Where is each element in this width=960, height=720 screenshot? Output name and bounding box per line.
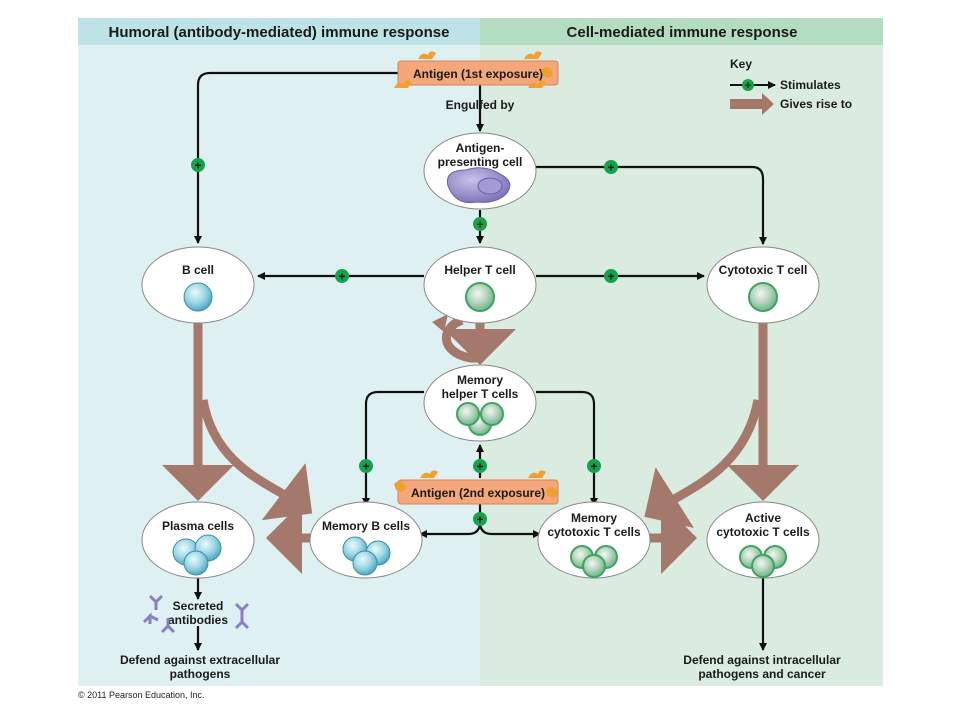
memory-cytotoxic-cell-icon <box>582 554 606 578</box>
copyright-note: © 2011 Pearson Education, Inc. <box>78 690 205 700</box>
svg-text:cytotoxic T cells: cytotoxic T cells <box>547 525 641 539</box>
apc-to-cytotoxic-line <box>535 165 767 245</box>
svg-text:Memory B cells: Memory B cells <box>322 519 410 533</box>
plus-icon: + <box>587 459 601 474</box>
plus-icon: + <box>359 459 373 474</box>
antigen-first-exposure: Antigen (1st exposure) <box>394 51 559 88</box>
active-cytotoxic-cell-icon <box>751 554 775 578</box>
key-plus-icon: + <box>742 79 754 92</box>
svg-text:+: + <box>607 270 614 284</box>
plus-icon: + <box>335 269 349 284</box>
cell-mediated-header-bar <box>480 18 883 45</box>
plus-icon: + <box>473 512 487 527</box>
humoral-panel <box>78 18 480 686</box>
memory-cytotoxic-node: Memory cytotoxic T cells <box>537 501 651 579</box>
svg-text:helper T cells: helper T cells <box>442 387 519 401</box>
memory-b-cell-icon <box>352 550 378 576</box>
legend-key: Key + Stimulates Gives rise to <box>730 57 852 115</box>
key-title: Key <box>730 57 752 71</box>
key-gives-rise-arrow <box>730 93 774 115</box>
svg-text:+: + <box>745 80 751 92</box>
cell-mediated-header: Cell-mediated immune response <box>567 24 798 41</box>
gives-rise-arrows <box>162 315 799 574</box>
svg-text:+: + <box>194 159 201 173</box>
svg-text:Antigen (2nd exposure): Antigen (2nd exposure) <box>411 486 545 500</box>
svg-text:antibodies: antibodies <box>168 613 228 627</box>
active-cytotoxic-node: Active cytotoxic T cells <box>706 501 820 579</box>
apc-node: Antigen- presenting cell <box>423 132 537 210</box>
svg-text:Plasma cells: Plasma cells <box>162 519 234 533</box>
plus-icon: + <box>473 217 487 232</box>
svg-text:+: + <box>476 460 483 474</box>
svg-text:Secreted: Secreted <box>173 599 224 613</box>
svg-text:+: + <box>476 218 483 232</box>
plasma-cell-icon <box>183 550 209 576</box>
svg-text:Memory: Memory <box>457 373 503 387</box>
svg-text:cytotoxic T cells: cytotoxic T cells <box>716 525 810 539</box>
helper-t-cell-node: Helper T cell <box>423 246 537 324</box>
svg-text:+: + <box>476 513 483 527</box>
svg-text:+: + <box>607 161 614 175</box>
defend-intracellular-label: Defend against intracellular <box>683 653 841 667</box>
memory-helper-t-node: Memory helper T cells <box>423 364 537 442</box>
svg-text:Active: Active <box>745 511 781 525</box>
antigen-molecule-icon <box>524 51 542 59</box>
helper-t-cell-icon <box>465 282 495 312</box>
self-renew-arrowhead <box>432 314 448 332</box>
cell-mediated-panel <box>480 18 883 686</box>
antibody-icon <box>142 594 250 634</box>
svg-text:presenting cell: presenting cell <box>438 155 523 169</box>
memory-helper-cell-icon <box>456 402 480 426</box>
antigen-molecule-icon <box>418 51 436 59</box>
svg-text:Cytotoxic T cell: Cytotoxic T cell <box>719 263 808 277</box>
defend-extracellular-label-2: pathogens <box>170 667 231 681</box>
antigen-molecule-icon <box>528 470 546 478</box>
key-stimulates-label: Stimulates <box>780 78 841 92</box>
svg-text:Antigen (1st exposure): Antigen (1st exposure) <box>413 67 543 81</box>
antigen-molecule-icon <box>394 481 406 492</box>
antigen-molecule-icon <box>528 80 546 88</box>
memhelper-to-memoryb-line <box>362 390 424 506</box>
plus-markers: + + + + + + + + + <box>191 158 618 527</box>
svg-text:Antigen-: Antigen- <box>456 141 505 155</box>
humoral-header: Humoral (antibody-mediated) immune respo… <box>109 24 450 41</box>
plasma-cells-node: Plasma cells <box>141 501 255 579</box>
cytotoxic-t-cell-icon <box>748 282 778 312</box>
plus-icon: + <box>191 158 205 173</box>
defend-extracellular-label: Defend against extracellular <box>120 653 280 667</box>
plus-icon: + <box>604 269 618 284</box>
antigen-molecule-icon <box>420 470 438 478</box>
svg-text:+: + <box>338 270 345 284</box>
key-gives-rise-label: Gives rise to <box>780 97 852 111</box>
antigen-second-exposure: Antigen (2nd exposure) <box>394 470 559 505</box>
cytotoxic-t-cell-node: Cytotoxic T cell <box>706 246 820 324</box>
b-cell-node: B cell <box>141 246 255 324</box>
svg-text:+: + <box>590 460 597 474</box>
antigen-molecule-icon <box>394 80 412 88</box>
b-cell-icon <box>183 282 213 312</box>
apc-nucleus <box>477 177 503 195</box>
memory-b-cells-node: Memory B cells <box>309 501 423 579</box>
engulfed-by-label: Engulfed by <box>446 98 515 112</box>
stimulate-arrows <box>194 71 767 651</box>
defend-intracellular-label-2: pathogens and cancer <box>698 667 826 681</box>
secreted-antibodies: Secreted antibodies <box>142 594 250 634</box>
antigen-molecule-icon <box>546 487 558 498</box>
plus-icon: + <box>604 160 618 175</box>
antigen-molecule-icon <box>541 67 553 78</box>
svg-text:Helper T cell: Helper T cell <box>444 263 515 277</box>
plus-icon: + <box>473 459 487 474</box>
svg-text:Memory: Memory <box>571 511 617 525</box>
bcell-to-memoryb-arrow <box>198 399 313 521</box>
memory-helper-cell-icon <box>480 402 504 426</box>
svg-text:+: + <box>362 460 369 474</box>
humoral-header-bar <box>78 18 480 45</box>
antigen-to-bcell-line <box>194 71 398 244</box>
svg-text:B cell: B cell <box>182 263 214 277</box>
memhelper-to-memoryc-line <box>536 390 598 506</box>
